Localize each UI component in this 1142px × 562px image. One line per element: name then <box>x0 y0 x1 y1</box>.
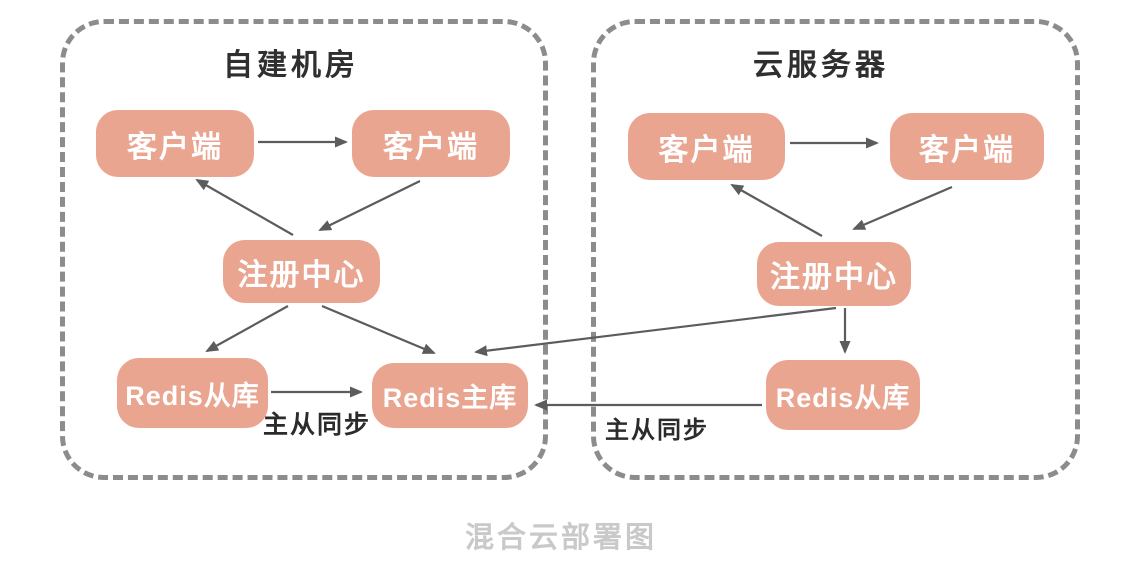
node-left-redis-slave: Redis从库 <box>117 358 268 428</box>
node-left-client-1: 客户端 <box>96 110 254 177</box>
group-cloud-server <box>591 19 1080 480</box>
node-right-redis-slave: Redis从库 <box>766 360 920 430</box>
group-title-self-built-datacenter: 自建机房 <box>223 49 359 82</box>
node-left-redis-master: Redis主库 <box>372 363 528 428</box>
node-right-client-1: 客户端 <box>628 113 785 180</box>
edge-label-master-slave-sync-left: 主从同步 <box>263 411 372 439</box>
node-right-registry: 注册中心 <box>757 242 911 306</box>
group-self-built-datacenter <box>60 19 548 480</box>
node-left-client-2: 客户端 <box>352 110 510 177</box>
diagram-caption: 混合云部署图 <box>464 522 657 554</box>
node-left-registry: 注册中心 <box>223 240 380 303</box>
node-right-client-2: 客户端 <box>890 113 1044 180</box>
edge-label-master-slave-sync-right: 主从同步 <box>605 417 709 444</box>
group-title-cloud-server: 云服务器 <box>753 49 889 82</box>
